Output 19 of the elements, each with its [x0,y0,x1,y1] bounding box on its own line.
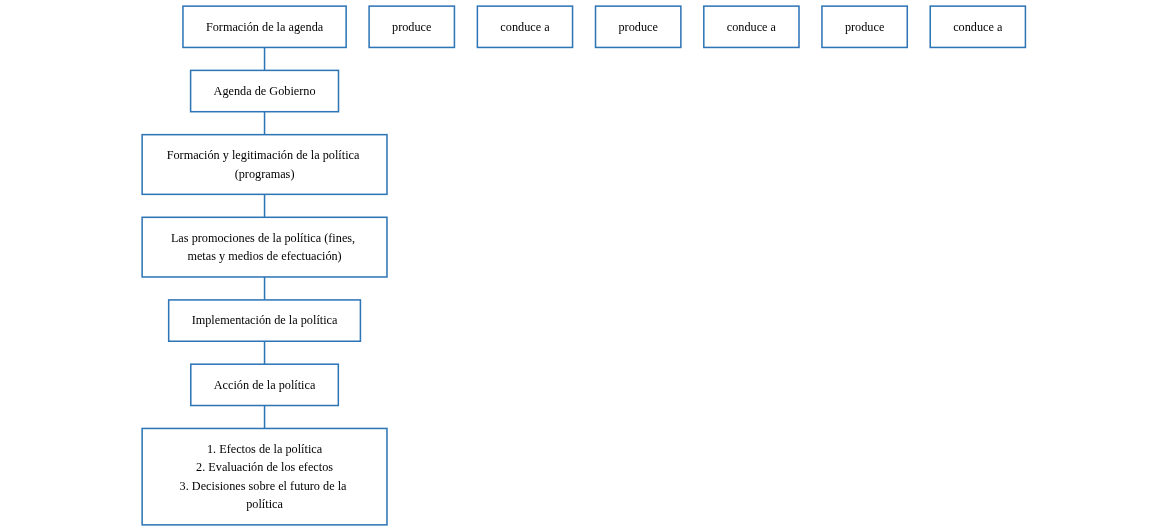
node-box: Las promociones de la política (fines, metas y medios de efectuación) [141,216,388,278]
node-box: produce [368,5,455,49]
node-box: conduce a [702,5,800,49]
node-box: Implementación de la política [167,299,361,342]
node-box: Formación de la agenda [181,5,347,49]
connector [263,110,266,136]
node-box: produce [820,5,908,49]
node-box: produce [594,5,682,49]
connector [263,193,266,219]
node-box: Formación y legitimación de la política (programas) [141,133,388,196]
node-box: 1. Efectos de la política 2. Evaluación de los efectos 3. Decisiones sobre el futuro de la política [141,427,388,526]
node-box: Acción de la política [189,363,339,407]
node-box: conduce a [476,5,574,49]
node-box: Agenda de Gobierno [189,69,339,113]
connector [263,276,266,301]
connector [263,340,266,365]
node-box: conduce a [929,5,1026,49]
connector [263,404,266,430]
connector [263,46,266,72]
